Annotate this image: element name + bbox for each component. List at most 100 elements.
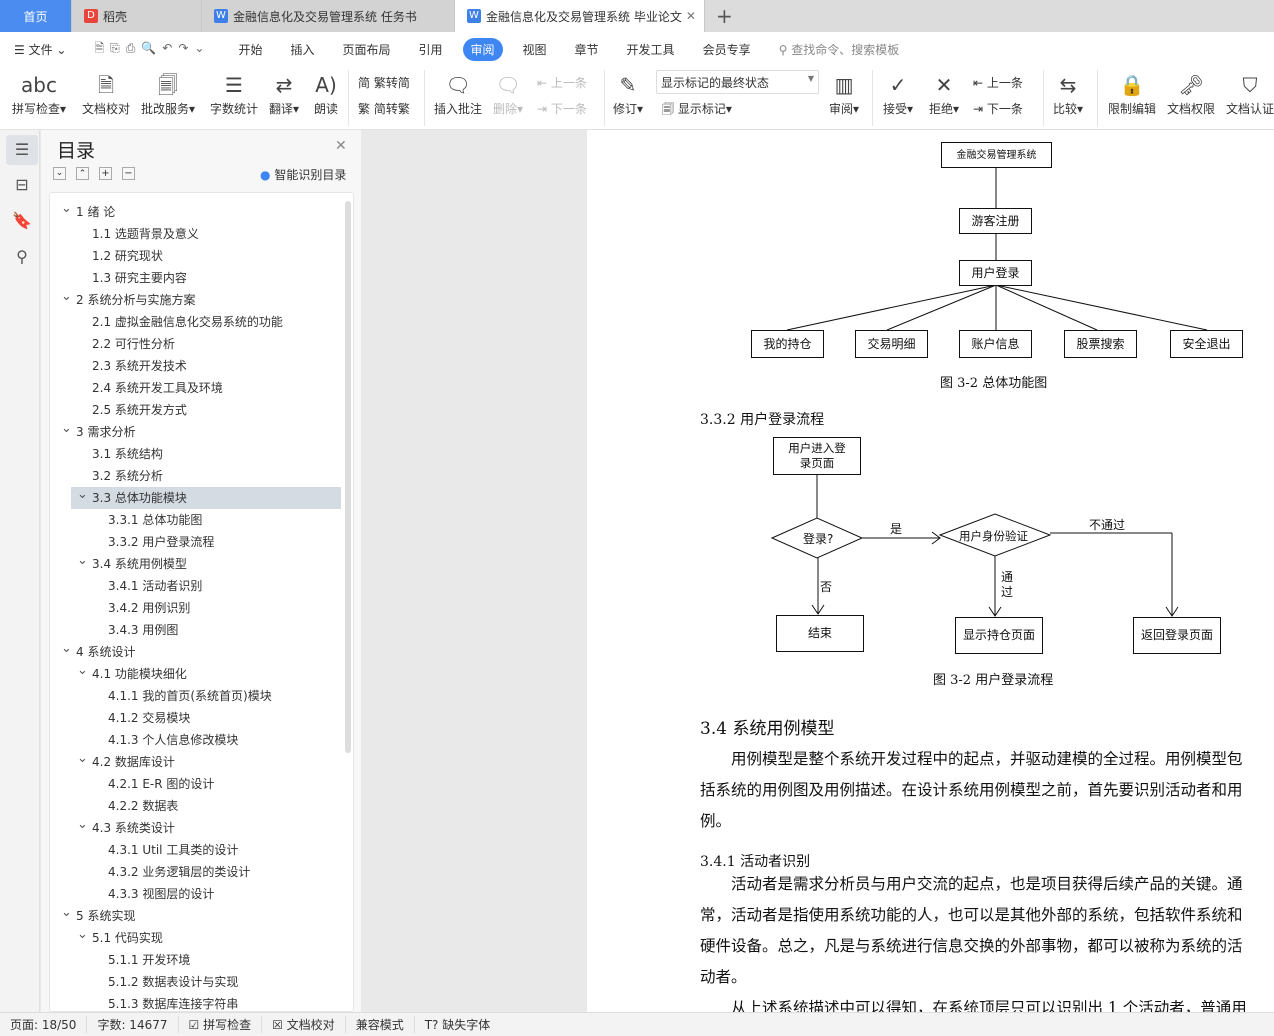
chevron-down-icon[interactable]: ⌄ bbox=[61, 201, 72, 216]
tab-home[interactable]: 首页 bbox=[0, 0, 72, 32]
command-search[interactable]: ⚲ 查找命令、搜索模板 bbox=[765, 41, 914, 58]
reject-button[interactable]: ✕拒绝▾ bbox=[929, 70, 959, 117]
toc-item[interactable]: 2.4 系统开发工具及环境 bbox=[50, 377, 341, 399]
missing-font[interactable]: T? 缺失字体 bbox=[424, 1018, 491, 1032]
menu-references[interactable]: 引用 bbox=[418, 42, 443, 57]
doc-permission-button[interactable]: 🗝文档权限 bbox=[1167, 70, 1215, 117]
menu-review[interactable]: 审阅 bbox=[462, 37, 503, 61]
chevron-down-icon[interactable]: ⌄ bbox=[61, 289, 72, 304]
menu-view[interactable]: 视图 bbox=[522, 42, 547, 57]
chevron-down-icon[interactable]: ⌄ bbox=[77, 487, 88, 502]
menu-developer[interactable]: 开发工具 bbox=[626, 42, 675, 57]
markup-state-select[interactable]: 显示标记的最终状态▼ bbox=[656, 70, 819, 94]
accept-button[interactable]: ✓接受▾ bbox=[883, 70, 913, 117]
word-count[interactable]: 字数: 14677 bbox=[87, 1016, 179, 1033]
chevron-down-icon[interactable]: ⌄ bbox=[61, 641, 72, 656]
toc-item[interactable]: ⌄1 绪 论 bbox=[50, 201, 341, 223]
toc-item[interactable]: 1.3 研究主要内容 bbox=[50, 267, 341, 289]
close-icon[interactable]: ✕ bbox=[335, 138, 347, 154]
toc-item[interactable]: 3.3.1 总体功能图 bbox=[50, 509, 341, 531]
show-markup-button[interactable]: 🗐 显示标记▾ bbox=[662, 102, 732, 116]
toc-item[interactable]: 1.2 研究现状 bbox=[50, 245, 341, 267]
chevron-down-icon[interactable]: ⌄ bbox=[61, 421, 72, 436]
toc-item[interactable]: ⌄3.3 总体功能模块 bbox=[71, 487, 341, 509]
search-icon[interactable]: ⚲ bbox=[16, 247, 28, 266]
chevron-down-icon[interactable]: ⌄ bbox=[77, 663, 88, 678]
chevron-down-icon[interactable]: ⌄ bbox=[77, 817, 88, 832]
word-count-button[interactable]: ☰字数统计 bbox=[210, 70, 258, 117]
toc-item[interactable]: ⌄4 系统设计 bbox=[50, 641, 341, 663]
spell-check-status[interactable]: ☑ 拼写检查 bbox=[179, 1016, 263, 1033]
proofread-button[interactable]: 🗎文档校对 bbox=[82, 70, 130, 117]
chevron-down-icon[interactable]: ⌄ bbox=[77, 553, 88, 568]
trad-to-simp-button[interactable]: 简 繁转简 bbox=[358, 76, 410, 90]
toc-item[interactable]: 5.1.1 开发环境 bbox=[50, 949, 341, 971]
toc-item[interactable]: 3.4.3 用例图 bbox=[50, 619, 341, 641]
toc-item[interactable]: 4.3.2 业务逻辑层的类设计 bbox=[50, 861, 341, 883]
toc-item[interactable]: 2.3 系统开发技术 bbox=[50, 355, 341, 377]
restrict-edit-button[interactable]: 🔒限制编辑 bbox=[1108, 70, 1156, 117]
toc-item[interactable]: ⌄2 系统分析与实施方案 bbox=[50, 289, 341, 311]
toc-item[interactable]: 3.4.1 活动者识别 bbox=[50, 575, 341, 597]
toc-item[interactable]: ⌄5.1 代码实现 bbox=[50, 927, 341, 949]
navigation-icon[interactable]: ⊟ bbox=[15, 175, 29, 194]
scrollbar[interactable] bbox=[345, 201, 351, 753]
prev-change-button[interactable]: ⇤ 上一条 bbox=[973, 76, 1023, 90]
toc-item[interactable]: 3.4.2 用例识别 bbox=[50, 597, 341, 619]
toc-item[interactable]: 4.1.3 个人信息修改模块 bbox=[50, 729, 341, 751]
toc-item[interactable]: 4.2.1 E-R 图的设计 bbox=[50, 773, 341, 795]
new-tab-icon[interactable]: + bbox=[716, 4, 733, 28]
toc-item[interactable]: 4.1.2 交易模块 bbox=[50, 707, 341, 729]
toc-item[interactable]: 2.5 系统开发方式 bbox=[50, 399, 341, 421]
toc-item[interactable]: 4.1.1 我的首页(系统首页)模块 bbox=[50, 685, 341, 707]
smart-toc-button[interactable]: ● 智能识别目录 bbox=[260, 166, 346, 183]
toc-item[interactable]: ⌄5 系统实现 bbox=[50, 905, 341, 927]
compare-button[interactable]: ⇆比较▾ bbox=[1053, 70, 1083, 117]
toc-item[interactable]: 1.1 选题背景及意义 bbox=[50, 223, 341, 245]
next-change-button[interactable]: ⇥ 下一条 bbox=[973, 102, 1023, 116]
next-comment-button[interactable]: ⇥ 下一条 bbox=[537, 102, 587, 116]
menu-start[interactable]: 开始 bbox=[238, 42, 263, 57]
toc-item[interactable]: ⌄3 需求分析 bbox=[50, 421, 341, 443]
toc-icon[interactable]: ☰ bbox=[6, 135, 38, 165]
track-changes-button[interactable]: ✎修订▾ bbox=[613, 70, 643, 117]
collapse-up-icon[interactable]: ⌃ bbox=[76, 167, 89, 180]
bookmark-icon[interactable]: 🔖 bbox=[12, 211, 32, 230]
toc-item[interactable]: 3.2 系统分析 bbox=[50, 465, 341, 487]
toc-item[interactable]: 4.3.1 Util 工具类的设计 bbox=[50, 839, 341, 861]
menu-layout[interactable]: 页面布局 bbox=[342, 42, 391, 57]
delete-comment-button[interactable]: 🗨删除▾ bbox=[493, 70, 523, 117]
toc-item[interactable]: 3.1 系统结构 bbox=[50, 443, 341, 465]
chevron-down-icon[interactable]: ⌄ bbox=[61, 905, 72, 920]
proofread-status[interactable]: ☒ 文档校对 bbox=[262, 1016, 346, 1033]
toc-item[interactable]: 4.2.2 数据表 bbox=[50, 795, 341, 817]
chevron-down-icon[interactable]: ⌄ bbox=[77, 927, 88, 942]
quick-access-icons[interactable]: 🗎⎘⎙🔍↶↷⌄ bbox=[94, 40, 211, 55]
toc-item[interactable]: ⌄3.4 系统用例模型 bbox=[50, 553, 341, 575]
read-aloud-button[interactable]: A)朗读 bbox=[314, 70, 338, 117]
menu-insert[interactable]: 插入 bbox=[290, 42, 315, 57]
expand-all-icon[interactable]: + bbox=[99, 167, 112, 180]
expand-down-icon[interactable]: ⌄ bbox=[53, 167, 66, 180]
menu-member[interactable]: 会员专享 bbox=[702, 42, 751, 57]
correction-service-button[interactable]: 🗐批改服务▾ bbox=[141, 70, 195, 117]
chevron-down-icon[interactable]: ⌄ bbox=[77, 751, 88, 766]
menu-chapter[interactable]: 章节 bbox=[574, 42, 599, 57]
toc-item[interactable]: 5.1.3 数据库连接字符串 bbox=[50, 993, 341, 1011]
toc-item[interactable]: 2.2 可行性分析 bbox=[50, 333, 341, 355]
toc-item[interactable]: ⌄4.3 系统类设计 bbox=[50, 817, 341, 839]
page-indicator[interactable]: 页面: 18/50 bbox=[0, 1016, 88, 1033]
toc-item[interactable]: ⌄4.1 功能模块细化 bbox=[50, 663, 341, 685]
toc-item[interactable]: 2.1 虚拟金融信息化交易系统的功能 bbox=[50, 311, 341, 333]
file-menu[interactable]: ☰ 文件 ⌄ bbox=[14, 42, 67, 57]
insert-comment-button[interactable]: 🗨插入批注 bbox=[434, 70, 482, 117]
close-icon[interactable]: ✕ bbox=[685, 9, 696, 23]
doc-certify-button[interactable]: ⛉文档认证 bbox=[1226, 70, 1274, 117]
collapse-all-icon[interactable]: − bbox=[122, 167, 135, 180]
prev-comment-button[interactable]: ⇤ 上一条 bbox=[537, 76, 587, 90]
simp-to-trad-button[interactable]: 繁 简转繁 bbox=[358, 102, 410, 116]
translate-button[interactable]: ⇄翻译▾ bbox=[269, 70, 299, 117]
